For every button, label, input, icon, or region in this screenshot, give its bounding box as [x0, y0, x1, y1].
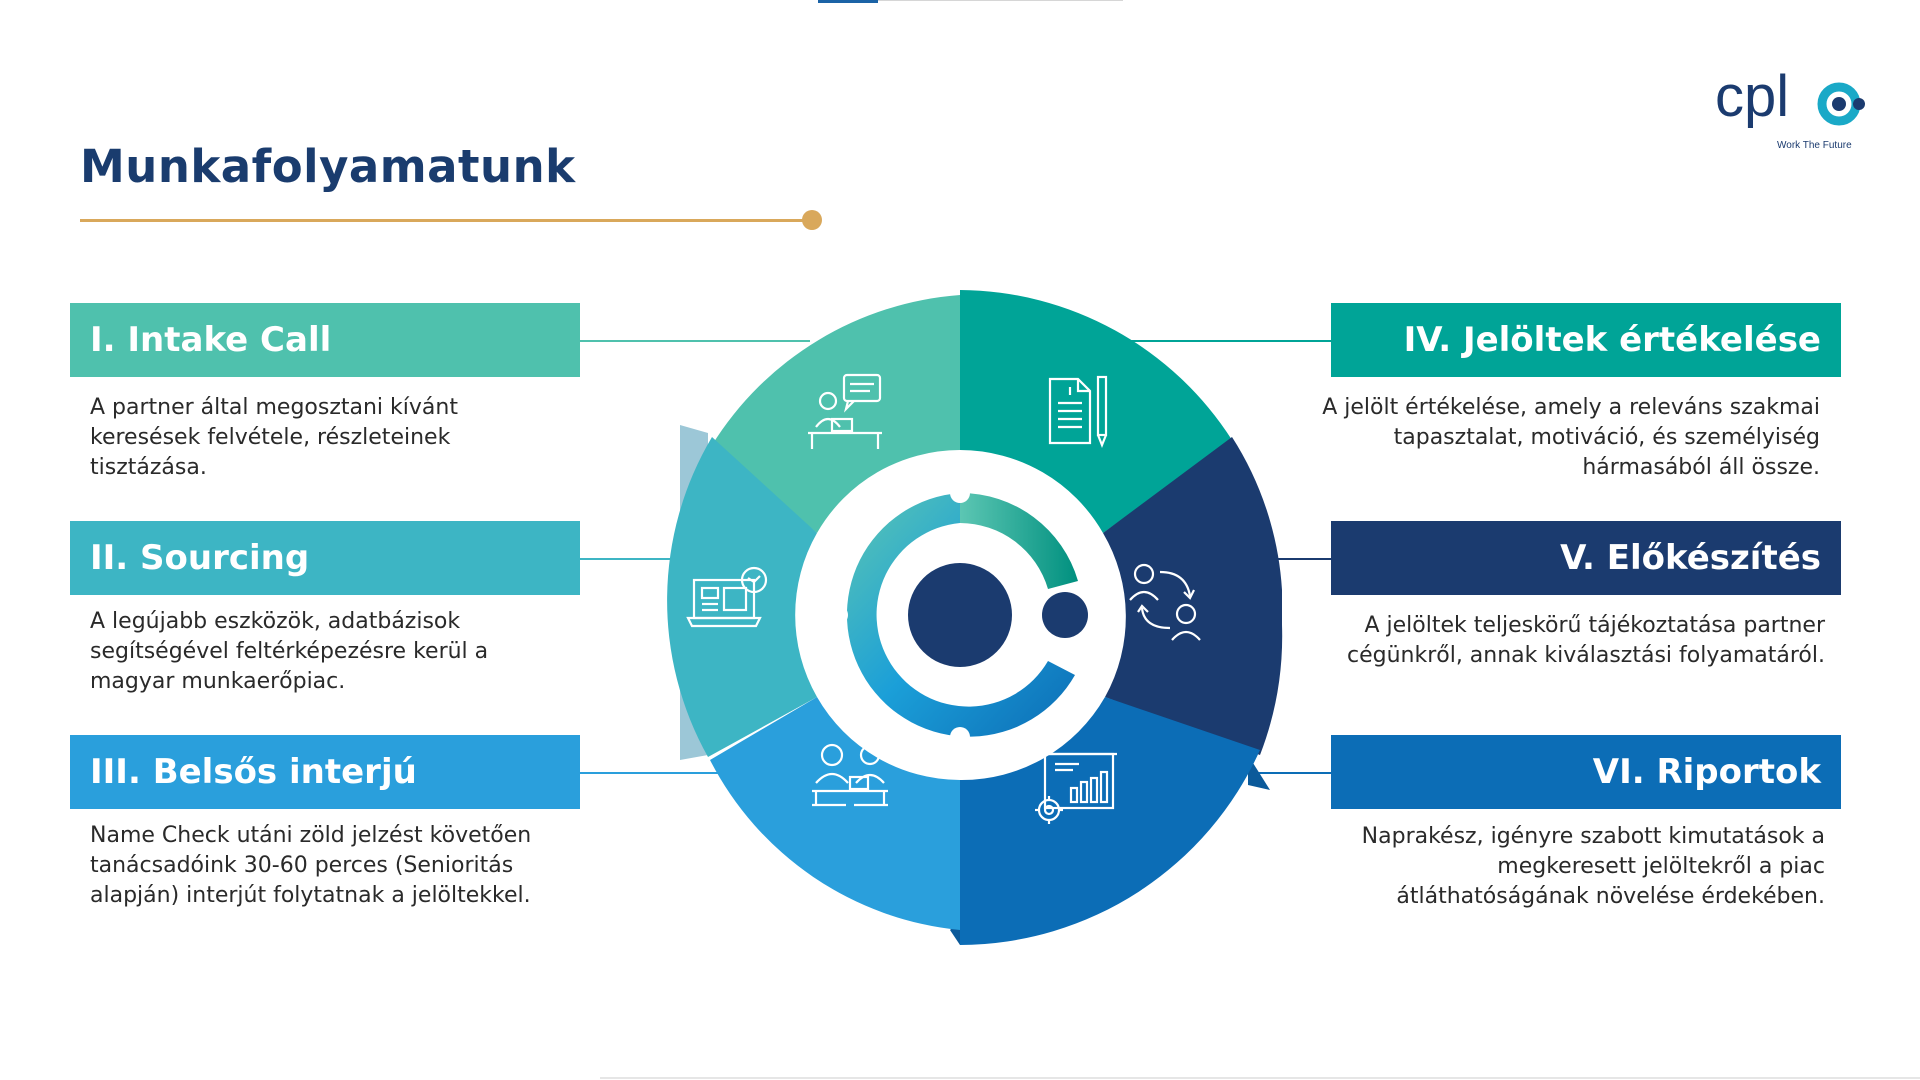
step-2-header: II. Sourcing — [70, 521, 580, 595]
top-divider — [878, 0, 1123, 1]
step-2-label: II. Sourcing — [90, 538, 310, 578]
logo-tagline: Work The Future — [1777, 140, 1852, 151]
sector-sourcing — [667, 437, 817, 757]
logo-core — [1832, 97, 1846, 111]
center-ring-top — [960, 492, 1078, 589]
logo-wordmark: cpl — [1715, 68, 1789, 129]
person-at-desk-chat-icon — [808, 373, 882, 449]
connector-line — [580, 772, 740, 774]
step-6-header: VI. Riportok — [1331, 735, 1841, 809]
step-5-description: A jelöltek teljeskörű tájékoztatása part… — [1346, 613, 1825, 668]
document-pen-icon — [1048, 375, 1108, 448]
process-wheel — [667, 290, 1283, 945]
top-tab-indicator — [818, 0, 878, 3]
center-dot — [1042, 592, 1088, 638]
step-3-header: III. Belsős interjú — [70, 735, 580, 809]
wheel-flap-right — [1248, 755, 1270, 790]
cpl-logo: cpl Work The Future — [1715, 68, 1865, 151]
step-1-description: A partner által megosztani kívánt keresé… — [90, 395, 458, 480]
sector-reports — [960, 697, 1260, 945]
step-4-label: IV. Jelöltek értékelése — [1403, 320, 1821, 360]
connector-line — [1230, 772, 1331, 774]
sector-internal-interview — [710, 697, 960, 930]
step-5-header: V. Előkészítés — [1331, 521, 1841, 595]
step-2-description: A legújabb eszközök, adatbázisok segítsé… — [90, 609, 489, 694]
step-3-description: Name Check utáni zöld jelzést követően t… — [90, 823, 532, 908]
title-underline — [80, 219, 810, 222]
step-6-label: VI. Riportok — [1592, 752, 1821, 792]
sector-candidate-evaluation — [960, 290, 1232, 533]
step-4-description: A jelölt értékelése, amely a releváns sz… — [1322, 395, 1820, 480]
bottom-divider — [600, 1077, 1920, 1079]
connector-line — [1120, 340, 1331, 342]
logo-dot — [1853, 98, 1865, 110]
connector-line — [580, 340, 810, 342]
step-4-header: IV. Jelöltek értékelése — [1331, 303, 1841, 377]
sector-intake-call — [712, 295, 960, 533]
title-underline-dot — [802, 210, 822, 230]
connector-line — [1270, 558, 1331, 560]
report-chart-gear-icon — [1035, 752, 1117, 824]
people-exchange-icon — [1129, 563, 1201, 641]
interview-two-people-icon — [812, 743, 888, 807]
sector-preparation — [1103, 437, 1283, 755]
step-6-description: Naprakész, igényre szabott kimutatások a… — [1361, 824, 1825, 909]
step-3-label: III. Belsős interjú — [90, 752, 417, 792]
step-1-label: I. Intake Call — [90, 320, 332, 360]
page-title: Munkafolyamatunk — [80, 140, 576, 193]
laptop-database-icon — [686, 566, 768, 628]
center-core — [908, 563, 1012, 667]
step-1-header: I. Intake Call — [70, 303, 580, 377]
step-5-label: V. Előkészítés — [1560, 538, 1821, 578]
connector-line — [580, 558, 700, 560]
